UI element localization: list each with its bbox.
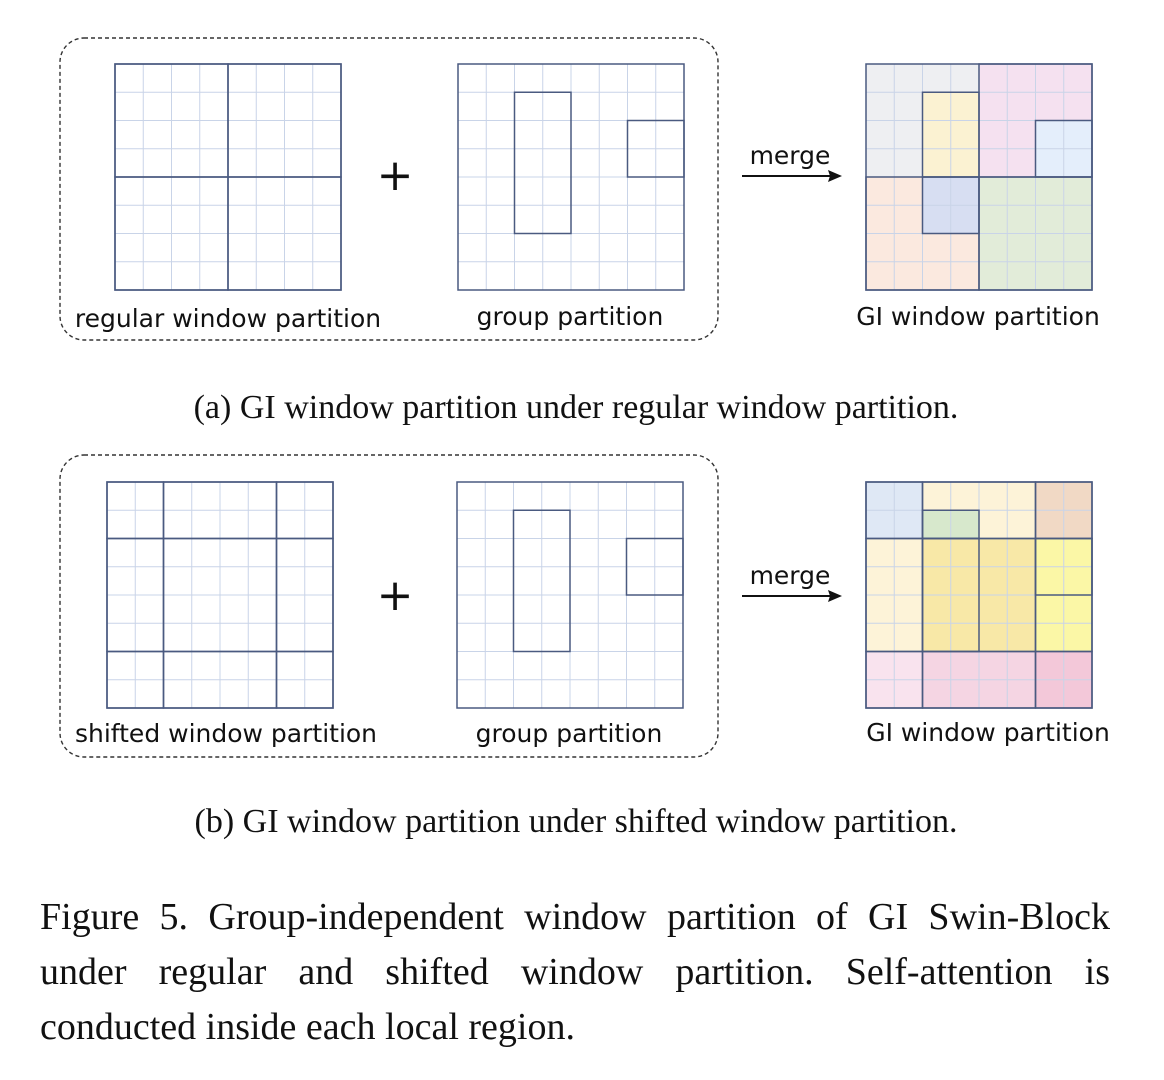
window-outline bbox=[921, 537, 980, 653]
window-outline bbox=[1034, 537, 1093, 596]
gi-window-label-b: GI window partition bbox=[866, 718, 1110, 747]
merge-arrowhead-b bbox=[828, 590, 842, 602]
caption-a: (a) GI window partition under regular wi… bbox=[194, 389, 959, 426]
panel-b-dashed-border bbox=[59, 454, 719, 758]
regular-window-grid bbox=[114, 63, 342, 291]
plus-sign-b: + bbox=[377, 570, 414, 621]
gi-window-label-a: GI window partition bbox=[856, 302, 1100, 331]
window-outline bbox=[227, 176, 342, 291]
group-partition-grid-a bbox=[457, 63, 685, 291]
plus-sign-a: + bbox=[377, 150, 414, 201]
window-outline bbox=[1034, 119, 1093, 178]
merge-arrowhead-a bbox=[828, 170, 842, 182]
figure-canvas: + merge regular window partition group p… bbox=[59, 37, 1110, 840]
panel-b: + merge shifted window partition group p… bbox=[59, 454, 1110, 840]
panel-a-dashed-border bbox=[59, 37, 719, 341]
window-outline bbox=[513, 91, 572, 235]
gi-window-grid-a bbox=[865, 63, 1093, 291]
caption-b: (b) GI window partition under shifted wi… bbox=[195, 803, 958, 840]
merge-label-b: merge bbox=[750, 561, 831, 590]
figure-caption: Figure 5. Group-independent window parti… bbox=[40, 896, 1110, 1048]
shifted-window-grid bbox=[106, 481, 334, 709]
shifted-window-label: shifted window partition bbox=[75, 719, 377, 748]
panel-a: + merge regular window partition group p… bbox=[59, 37, 1100, 426]
window-outline bbox=[1034, 650, 1093, 709]
group-partition-label-b: group partition bbox=[476, 719, 663, 748]
group-partition-label-a: group partition bbox=[477, 302, 664, 331]
merge-label-a: merge bbox=[750, 141, 831, 170]
regular-window-label: regular window partition bbox=[75, 304, 381, 333]
window-outline bbox=[275, 650, 334, 709]
window-outline bbox=[921, 176, 980, 235]
gi-window-grid-b bbox=[865, 481, 1093, 709]
window-outline bbox=[625, 537, 684, 596]
window-outline bbox=[512, 509, 571, 653]
window-outline bbox=[626, 119, 685, 178]
group-partition-grid-b bbox=[456, 481, 684, 709]
